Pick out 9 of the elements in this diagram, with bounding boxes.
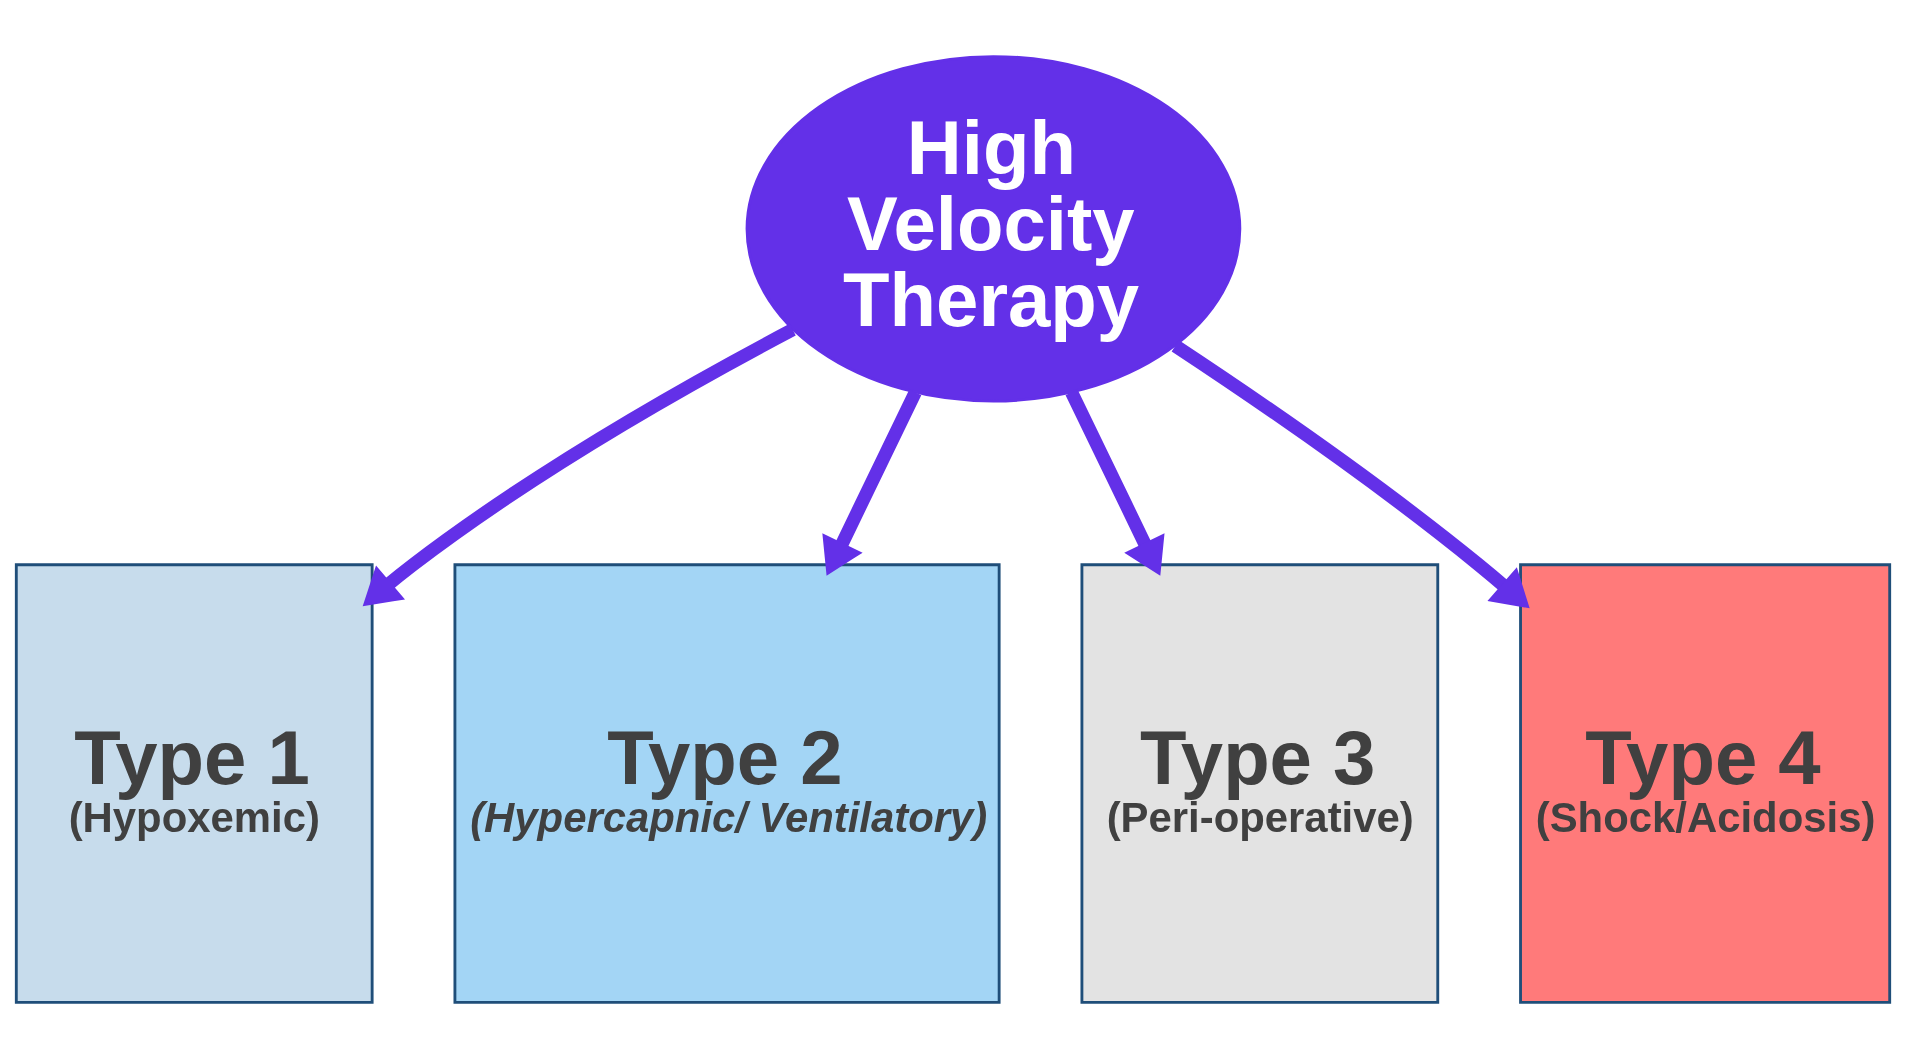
arrow	[1171, 339, 1530, 608]
node-box: Type 3 (Peri-operative)	[1080, 562, 1440, 1004]
node-box: Type 4 (Shock/Acidosis)	[1519, 562, 1892, 1004]
node-ellipse: High Velocity Therapy	[745, 54, 1242, 402]
arrow	[1065, 388, 1165, 576]
arrow	[822, 388, 922, 576]
node-box: Type 2 (Hypercapnic/ Ventilatory)	[453, 562, 1001, 1004]
arrow	[362, 323, 796, 606]
node-box: Type 1 (Hypoxemic)	[14, 562, 374, 1004]
